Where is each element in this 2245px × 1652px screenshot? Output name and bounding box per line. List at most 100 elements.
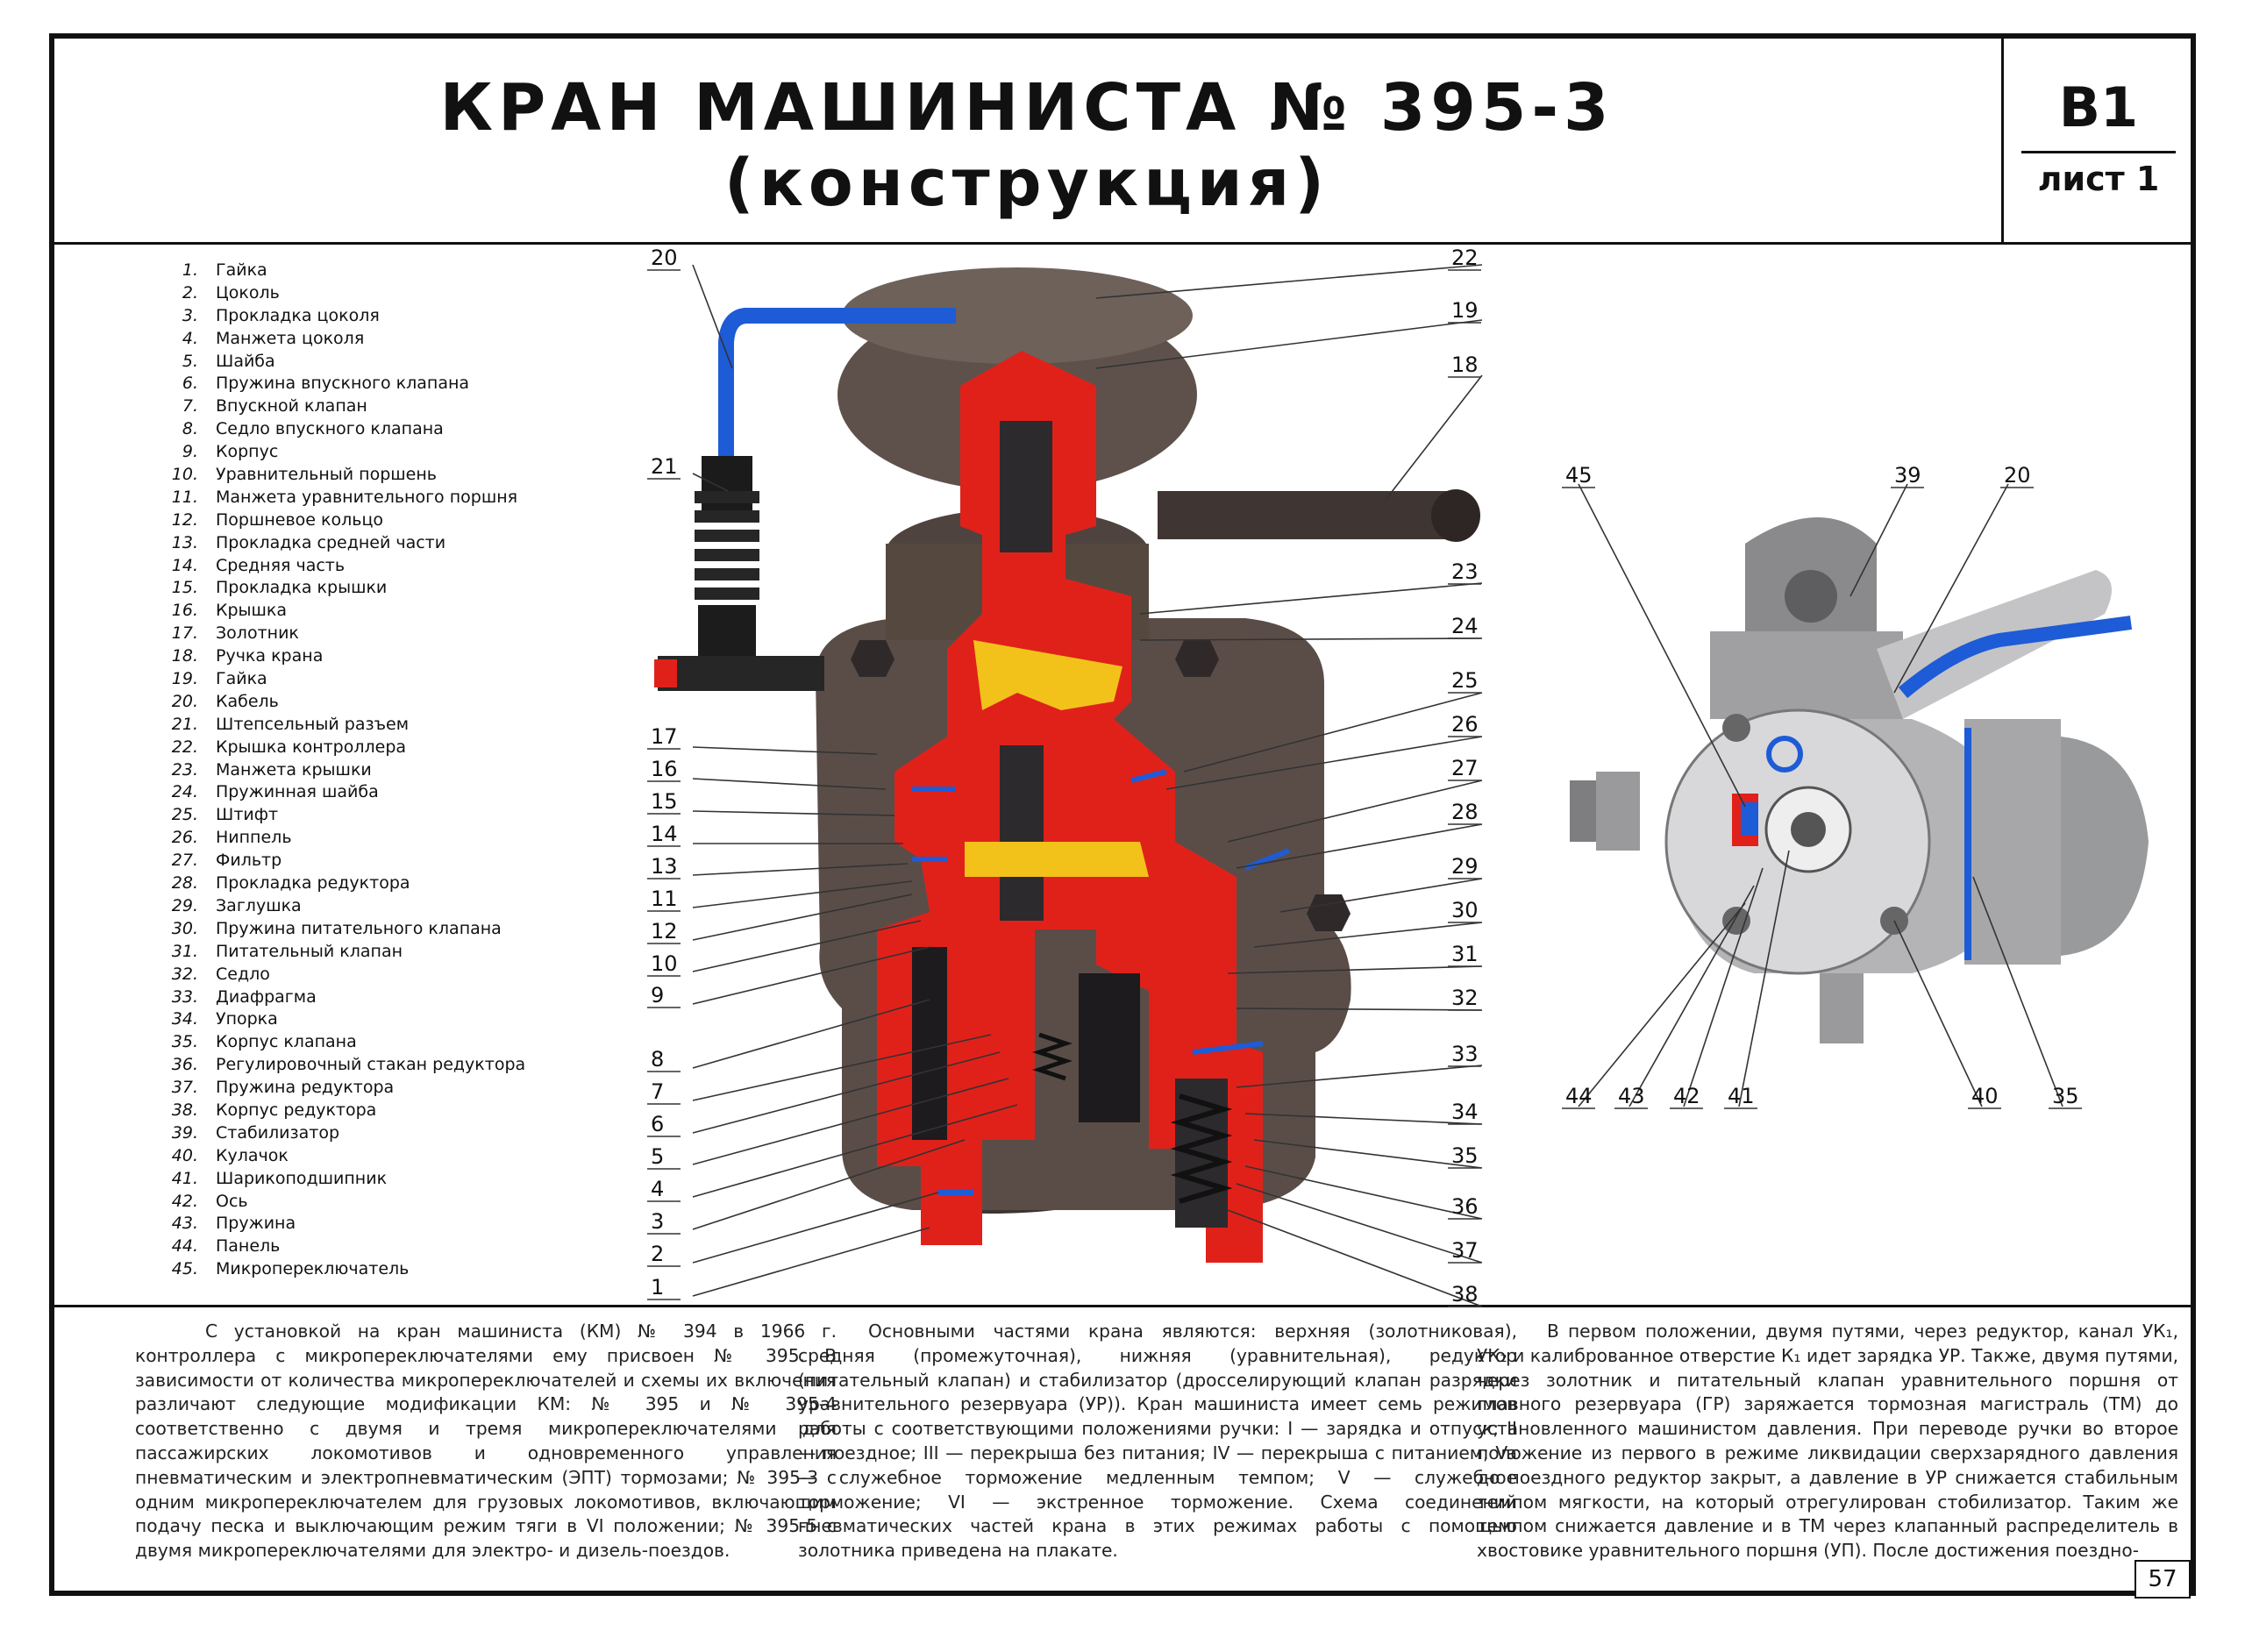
callout-number: 23: [1451, 559, 1479, 584]
legend-item: 29.Заглушка: [149, 895, 525, 918]
legend-number: 32.: [171, 964, 198, 984]
bolt-icon: [1307, 894, 1351, 931]
legend-item: 7.Впускной клапан: [149, 395, 525, 418]
bolt-icon: [1175, 640, 1219, 677]
legend-label: Корпус: [216, 442, 279, 462]
legend-label: Поршневое кольцо: [216, 509, 384, 530]
legend-label: Фильтр: [216, 851, 282, 871]
legend-label: Седло впускного клапана: [216, 419, 444, 439]
legend-label: Стабилизатор: [216, 1122, 340, 1143]
legend-number: 37.: [171, 1078, 198, 1098]
legend-number: 22.: [171, 737, 198, 757]
legend-number: 10.: [171, 465, 198, 485]
legend-label: Корпус клапана: [216, 1032, 357, 1052]
callout-number: 5: [651, 1144, 664, 1169]
legend-item: 10.Уравнительный поршень: [149, 464, 525, 487]
callout-number: 18: [1451, 352, 1479, 377]
header: КРАН МАШИНИСТА № 395-3 (конструкция) В1 …: [54, 39, 2191, 245]
legend-item: 9. Корпус: [149, 441, 525, 464]
legend-number: 39.: [171, 1122, 198, 1143]
legend-number: 41.: [171, 1168, 198, 1188]
connector-ribs: [695, 491, 759, 600]
callout-number: 10: [651, 951, 678, 976]
connector-plug: [654, 659, 677, 687]
legend-item: 43.Пружина: [149, 1213, 525, 1235]
callout-number: 32: [1451, 986, 1479, 1010]
legend-label: Шарикоподшипник: [216, 1168, 388, 1188]
legend-label: Диафрагма: [216, 986, 317, 1007]
callout-number: 31: [1451, 942, 1479, 966]
legend-number: 9.: [182, 442, 198, 462]
legend-label: Пружинная шайба: [216, 782, 379, 802]
callout-number: 45: [1565, 463, 1593, 488]
callout-number: 29: [1451, 854, 1479, 879]
callout-number: 41: [1728, 1084, 1755, 1108]
stabilizer-nut-icon: [1785, 570, 1837, 623]
legend-number: 11.: [171, 487, 198, 507]
legend-item: 32. Седло: [149, 964, 525, 986]
cable: [718, 308, 956, 456]
legend-label: Шайба: [216, 351, 275, 371]
callout-number: 30: [1451, 898, 1479, 922]
legend-item: 11.Манжета уравнительного поршня: [149, 487, 525, 509]
legend-number: 6.: [182, 374, 198, 394]
reducer-spring: [1170, 1093, 1233, 1204]
legend-number: 30.: [171, 918, 198, 938]
callout-number: 20: [651, 246, 678, 270]
legend-number: 25.: [171, 805, 198, 825]
legend-number: 2.: [182, 282, 198, 303]
callout-number: 24: [1451, 614, 1479, 638]
callout-number: 11: [651, 887, 678, 911]
callout-number: 14: [651, 822, 678, 846]
legend-number: 1.: [182, 260, 198, 280]
legend-number: 5.: [182, 351, 198, 371]
legend-number: 12.: [171, 509, 198, 530]
legend-item: 23.Манжета крышки: [149, 759, 525, 782]
legend-label: Седло: [216, 964, 270, 984]
leader-lines-top-view: [1578, 483, 2063, 1107]
callout-number: 4: [651, 1177, 664, 1201]
description-col-2: Основными частями крана являются: верхня…: [798, 1321, 1517, 1562]
legend-item: 40.Кулачок: [149, 1145, 525, 1168]
legend-item: 22.Крышка контроллера: [149, 737, 525, 759]
legend-number: 8.: [182, 419, 198, 439]
legend-number: 27.: [171, 851, 198, 871]
description-col-3: В первом положении, двумя путями, через …: [1477, 1321, 2178, 1562]
inlet-spring: [1032, 1032, 1073, 1081]
legend-item: 37.Пружина редуктора: [149, 1077, 525, 1100]
legend-item: 41. Шарикоподшипник: [149, 1168, 525, 1191]
reducer-cap: [2061, 737, 2149, 956]
callout-number: 35: [1451, 1143, 1479, 1168]
legend-item: 5. Шайба: [149, 351, 525, 374]
handle-knob: [1431, 489, 1480, 542]
bolt-icon: [1722, 907, 1750, 935]
callout-number: 16: [651, 757, 678, 781]
legend-item: 26.Ниппель: [149, 827, 525, 850]
callout-number: 27: [1451, 756, 1479, 780]
callout-number: 43: [1618, 1084, 1645, 1108]
cable-gland: [1766, 736, 1803, 773]
callout-number: 25: [1451, 668, 1479, 693]
legend-item: 39. Стабилизатор: [149, 1122, 525, 1145]
callout-number: 19: [1451, 298, 1479, 323]
legend-item: 16.Крышка: [149, 600, 525, 623]
brass-slide-valve: [973, 640, 1122, 710]
legend-label: Прокладка крышки: [216, 578, 388, 598]
legend-item: 20.Кабель: [149, 691, 525, 714]
callout-number: 2: [651, 1242, 664, 1266]
sheet-number: лист 1: [2037, 160, 2160, 198]
legend-number: 21.: [171, 714, 198, 734]
legend-number: 43.: [171, 1214, 198, 1234]
cavity: [1000, 745, 1044, 921]
legend-item: 1.Гайка: [149, 260, 525, 282]
legend-item: 36.Регулировочный стакан редуктора: [149, 1054, 525, 1077]
legend-number: 42.: [171, 1191, 198, 1211]
legend-label: Упорка: [216, 1009, 278, 1029]
legend-item: 4.Манжета цоколя: [149, 328, 525, 351]
legend-number: 26.: [171, 828, 198, 848]
legend-number: 29.: [171, 895, 198, 915]
legend-item: 3.Прокладка цоколя: [149, 305, 525, 328]
legend-label: Гайка: [216, 669, 267, 689]
bolt-icon: [851, 640, 894, 677]
cavity: [1079, 973, 1140, 1122]
